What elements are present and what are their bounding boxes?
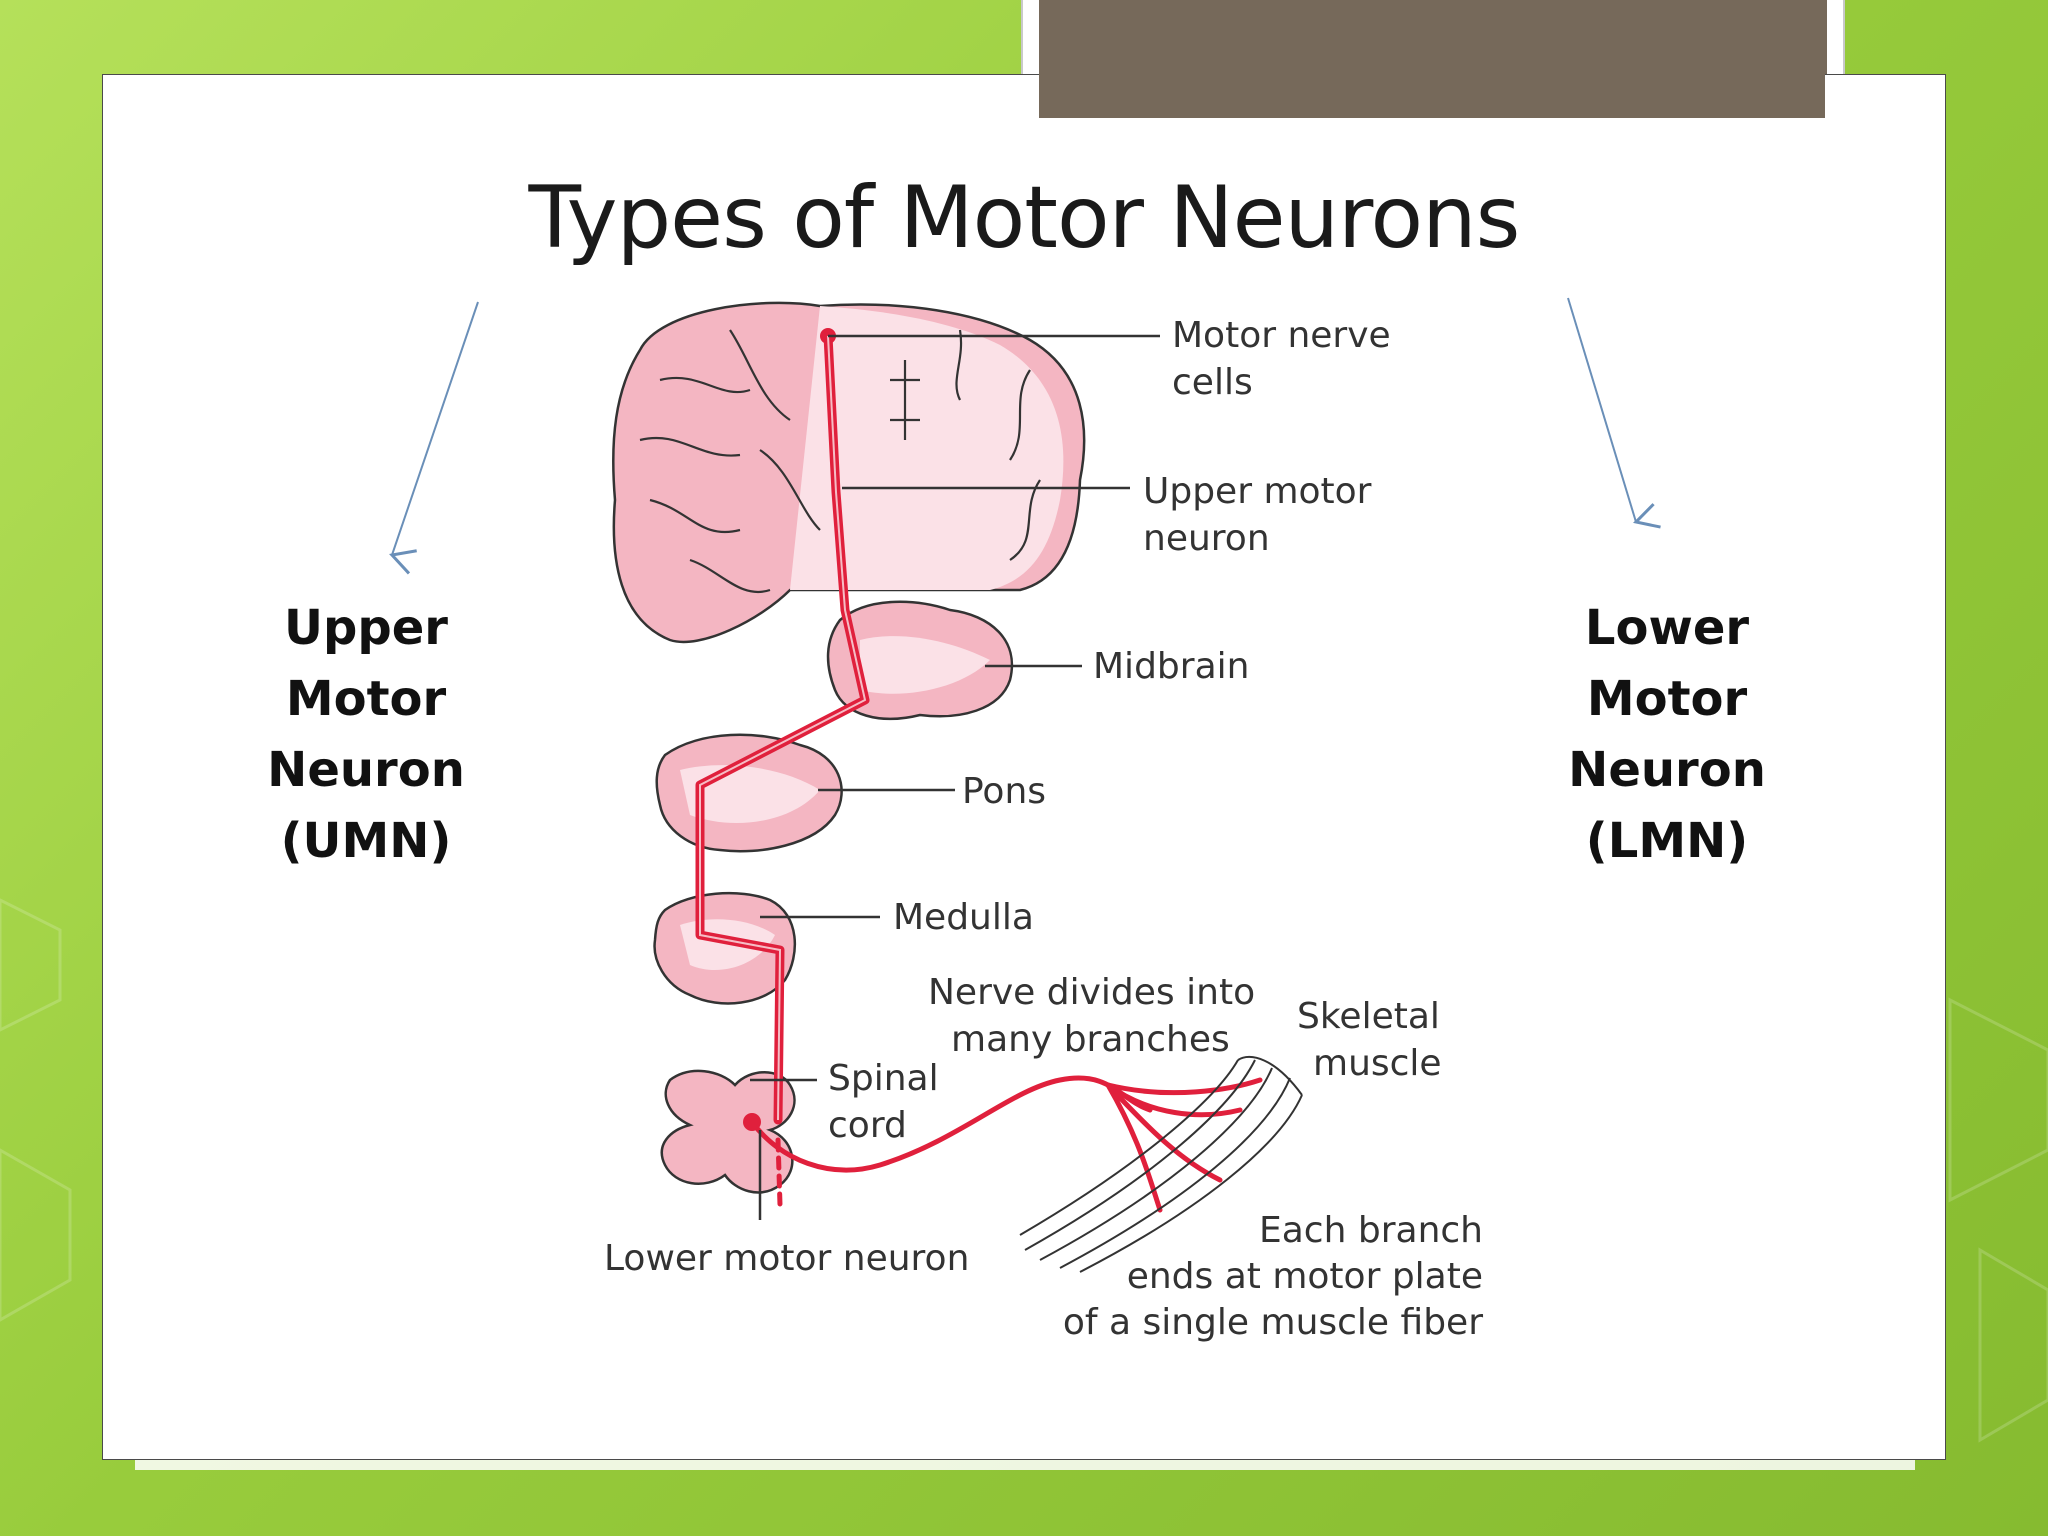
label-each-branch-2: ends at motor plate <box>1127 1256 1483 1297</box>
umn-line-1: Upper <box>284 600 448 656</box>
label-nerve-divides-1: Nerve divides into <box>928 972 1255 1013</box>
label-motor-nerve-cells-2: cells <box>1172 362 1253 403</box>
lmn-line-1: Lower <box>1584 600 1750 656</box>
right-arrow <box>1567 297 1661 529</box>
label-spinal-cord-1: Spinal <box>828 1058 939 1099</box>
lmn-line-4: (LMN) <box>1585 813 1749 869</box>
label-motor-nerve-cells-1: Motor nerve <box>1172 315 1391 356</box>
left-arrow <box>389 301 479 575</box>
skeletal-muscle-illustration <box>1019 1056 1303 1273</box>
lmn-line-2: Motor <box>1586 671 1748 727</box>
label-upper-motor-neuron-2: neuron <box>1143 518 1270 559</box>
label-each-branch-3: of a single muscle fiber <box>1063 1302 1483 1343</box>
slide <box>102 74 1946 1460</box>
slide-bottom-edge <box>135 1460 1915 1470</box>
header-bar-top <box>1039 0 1825 118</box>
label-spinal-cord-2: cord <box>828 1105 907 1146</box>
label-midbrain: Midbrain <box>1093 646 1249 687</box>
label-each-branch-1: Each branch <box>1259 1210 1483 1251</box>
slide-title: Types of Motor Neurons <box>528 168 1521 268</box>
upper-motor-neuron-heading: Upper Motor Neuron (UMN) <box>216 593 516 877</box>
label-pons: Pons <box>962 771 1046 812</box>
umn-line-2: Motor <box>285 671 447 727</box>
lower-motor-neuron-path <box>749 1075 1263 1213</box>
header-tab-overlay <box>1021 0 1845 120</box>
lower-motor-neuron-body <box>743 1113 761 1131</box>
lower-motor-neuron-heading: Lower Motor Neuron (LMN) <box>1517 593 1817 877</box>
umn-line-4: (UMN) <box>280 813 452 869</box>
label-lower-motor-neuron: Lower motor neuron <box>604 1238 969 1279</box>
label-skeletal-muscle-2: muscle <box>1313 1043 1442 1084</box>
label-medulla: Medulla <box>893 897 1034 938</box>
label-upper-motor-neuron-1: Upper motor <box>1143 471 1372 512</box>
leader-lines <box>750 334 1160 1220</box>
label-nerve-divides-2: many branches <box>951 1019 1230 1060</box>
brain-illustration <box>612 301 1086 644</box>
lmn-line-3: Neuron <box>1568 742 1766 798</box>
umn-line-3: Neuron <box>267 742 465 798</box>
label-skeletal-muscle-1: Skeletal <box>1297 996 1440 1037</box>
